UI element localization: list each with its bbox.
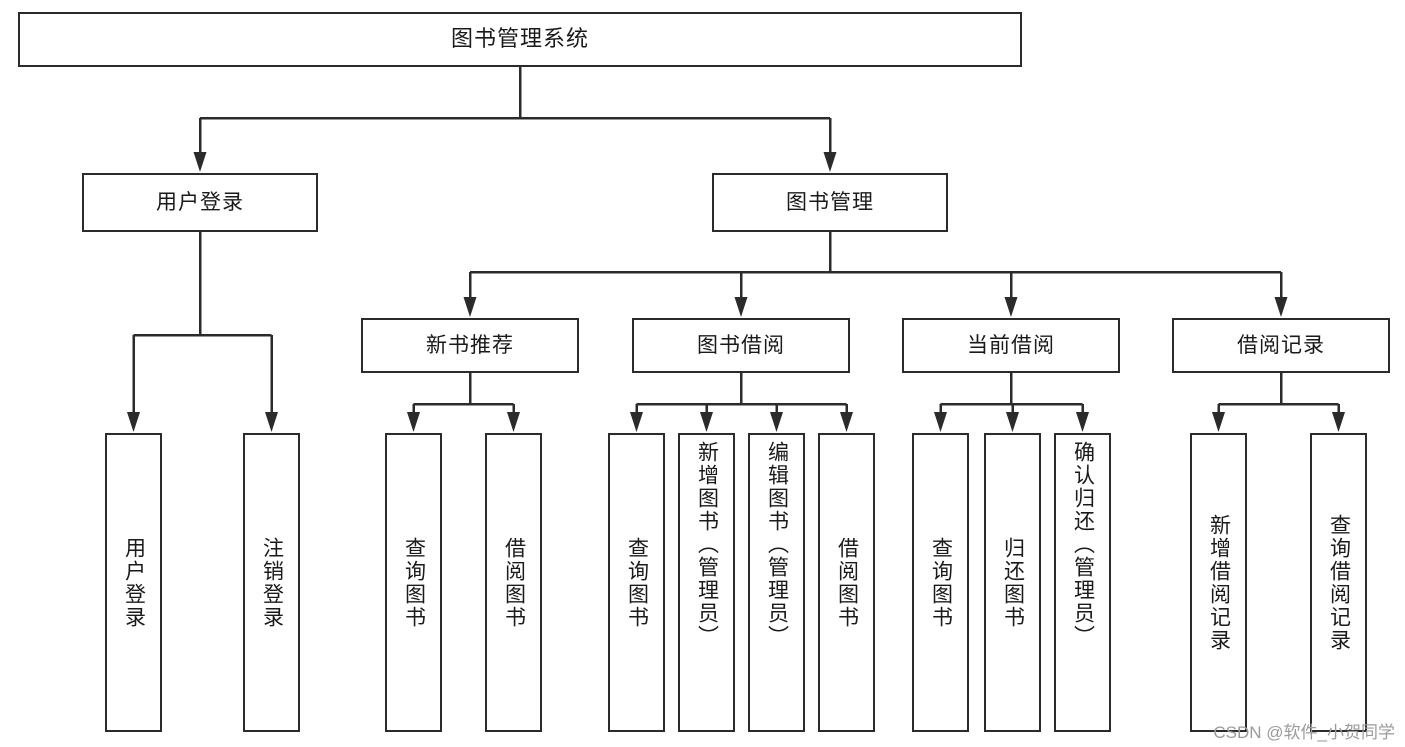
arrow-head	[700, 412, 713, 432]
arrow-head	[1332, 412, 1345, 432]
node-label: 查询图书	[929, 536, 953, 629]
node-leaf-query-book-3[interactable]: 查询图书	[912, 433, 969, 732]
node-new-book-rec[interactable]: 新书推荐	[361, 318, 579, 373]
node-label: 图书管理系统	[450, 26, 589, 52]
node-label: 借阅图书	[502, 536, 526, 629]
node-label: 查询图书	[625, 536, 649, 629]
node-current-borrow[interactable]: 当前借阅	[902, 318, 1120, 373]
node-user-login[interactable]: 用户登录	[82, 173, 318, 232]
node-label: 用户登录	[122, 536, 146, 629]
node-leaf-borrow-book-1[interactable]: 借阅图书	[485, 433, 542, 732]
arrow-head	[823, 152, 837, 172]
arrow-head	[127, 412, 140, 432]
arrow-head	[934, 412, 947, 432]
arrow-head	[1212, 412, 1225, 432]
arrow-head	[507, 412, 520, 432]
node-leaf-user-login[interactable]: 用户登录	[105, 433, 162, 732]
node-label: 借阅图书	[835, 536, 859, 629]
node-label: 借阅记录	[1237, 333, 1325, 357]
node-label: 查询借阅记录	[1327, 513, 1351, 652]
arrow-head	[770, 412, 783, 432]
arrow-head	[734, 297, 748, 317]
arrow-head	[265, 412, 278, 432]
arrow-head	[1076, 412, 1089, 432]
node-label: 新增图书（管理员）	[695, 441, 719, 648]
node-book-manage[interactable]: 图书管理	[712, 173, 948, 232]
node-leaf-query-book-1[interactable]: 查询图书	[385, 433, 442, 732]
node-label: 图书借阅	[697, 333, 785, 357]
node-label: 编辑图书（管理员）	[765, 441, 789, 648]
node-leaf-add-book[interactable]: 新增图书（管理员）	[678, 433, 735, 732]
node-leaf-return-book[interactable]: 归还图书	[984, 433, 1041, 732]
arrow-head	[840, 412, 853, 432]
arrow-head	[1274, 297, 1288, 317]
arrow-head	[407, 412, 420, 432]
node-leaf-confirm-return[interactable]: 确认归还（管理员）	[1054, 433, 1111, 732]
arrow-head	[193, 152, 207, 172]
node-leaf-user-logout[interactable]: 注销登录	[243, 433, 300, 732]
node-label: 确认归还（管理员）	[1071, 441, 1095, 648]
arrow-head	[1004, 297, 1018, 317]
node-label: 当前借阅	[967, 333, 1055, 357]
arrow-head	[463, 297, 477, 317]
node-label: 新书推荐	[426, 333, 514, 357]
node-label: 用户登录	[156, 190, 244, 214]
node-leaf-query-record[interactable]: 查询借阅记录	[1310, 433, 1367, 732]
node-leaf-borrow-book-2[interactable]: 借阅图书	[818, 433, 875, 732]
node-borrow-record[interactable]: 借阅记录	[1172, 318, 1390, 373]
node-leaf-add-record[interactable]: 新增借阅记录	[1190, 433, 1247, 732]
node-label: 归还图书	[1001, 536, 1025, 629]
arrow-head	[630, 412, 643, 432]
node-leaf-edit-book[interactable]: 编辑图书（管理员）	[748, 433, 805, 732]
node-book-borrow[interactable]: 图书借阅	[632, 318, 850, 373]
node-leaf-query-book-2[interactable]: 查询图书	[608, 433, 665, 732]
node-label: 图书管理	[786, 190, 874, 214]
node-label: 新增借阅记录	[1207, 513, 1231, 652]
node-root[interactable]: 图书管理系统	[18, 12, 1022, 67]
arrow-head	[1006, 412, 1019, 432]
node-label: 查询图书	[402, 536, 426, 629]
node-label: 注销登录	[260, 536, 284, 629]
